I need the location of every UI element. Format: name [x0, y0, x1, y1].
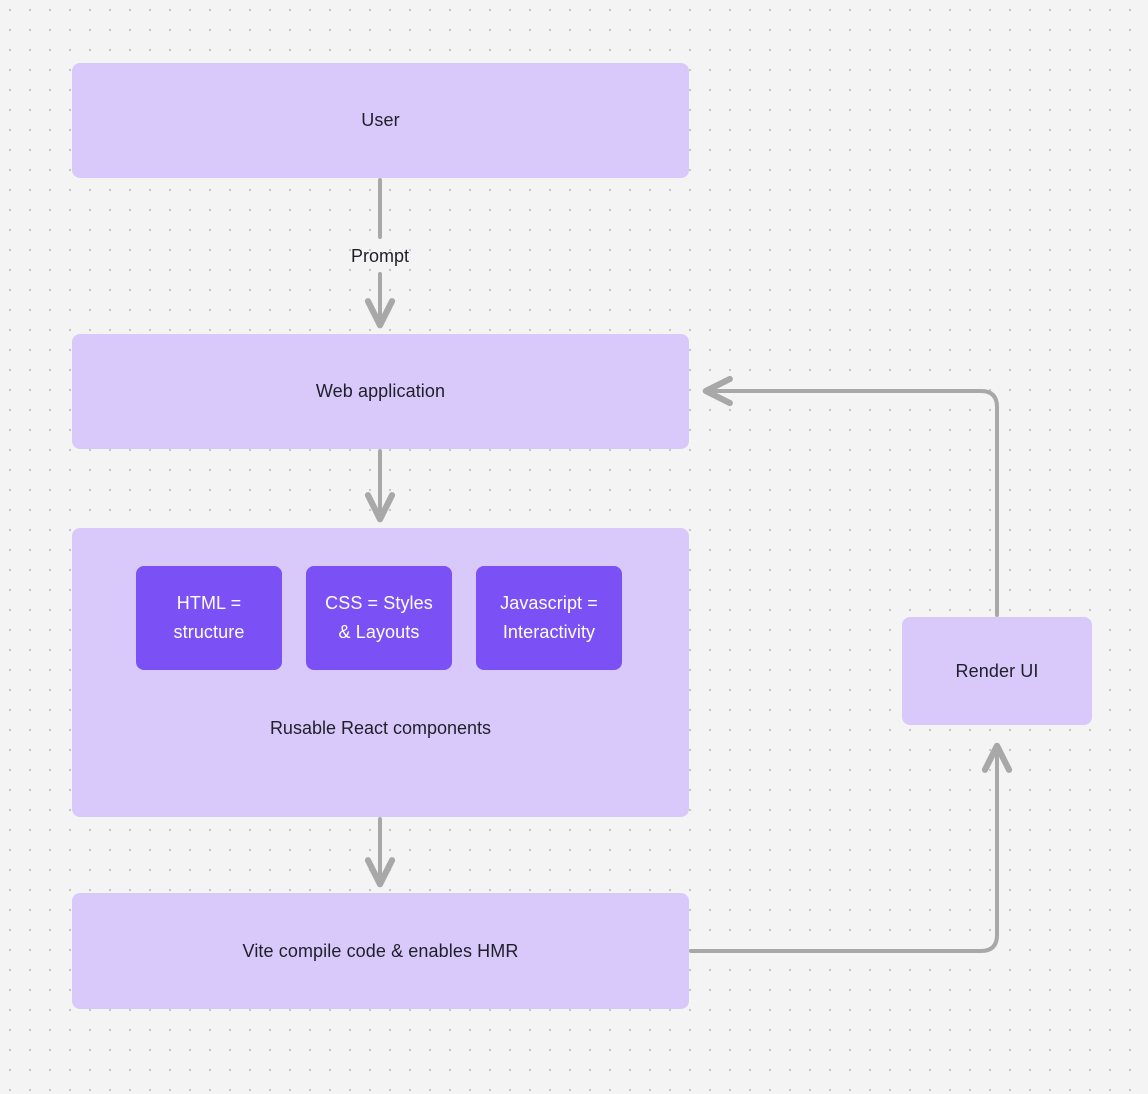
node-javascript-label: Javascript = Interactivity	[500, 593, 598, 642]
node-javascript[interactable]: Javascript = Interactivity	[476, 566, 622, 670]
node-html-label: HTML = structure	[173, 593, 245, 642]
node-vite[interactable]: Vite compile code & enables HMR	[72, 893, 689, 1009]
node-react-components[interactable]: HTML = structure CSS = Styles & Layouts …	[72, 528, 689, 817]
node-render-ui-label: Render UI	[955, 660, 1039, 681]
node-css-label: CSS = Styles & Layouts	[325, 593, 433, 642]
node-vite-label: Vite compile code & enables HMR	[242, 940, 519, 961]
node-html[interactable]: HTML = structure	[136, 566, 282, 670]
node-render-ui[interactable]: Render UI	[902, 617, 1092, 725]
edge-label-prompt: Prompt	[350, 246, 410, 266]
node-user-label: User	[361, 110, 400, 130]
node-web-application-label: Web application	[315, 381, 446, 401]
edge-render-to-webapp	[702, 375, 999, 617]
node-css[interactable]: CSS = Styles & Layouts	[306, 566, 452, 670]
edge-vite-to-render	[689, 742, 1013, 953]
react-components-caption: Rusable React components	[269, 718, 492, 738]
react-components-row: HTML = structure CSS = Styles & Layouts …	[136, 566, 626, 670]
node-user[interactable]: User	[72, 63, 689, 178]
node-web-application[interactable]: Web application	[72, 334, 689, 449]
